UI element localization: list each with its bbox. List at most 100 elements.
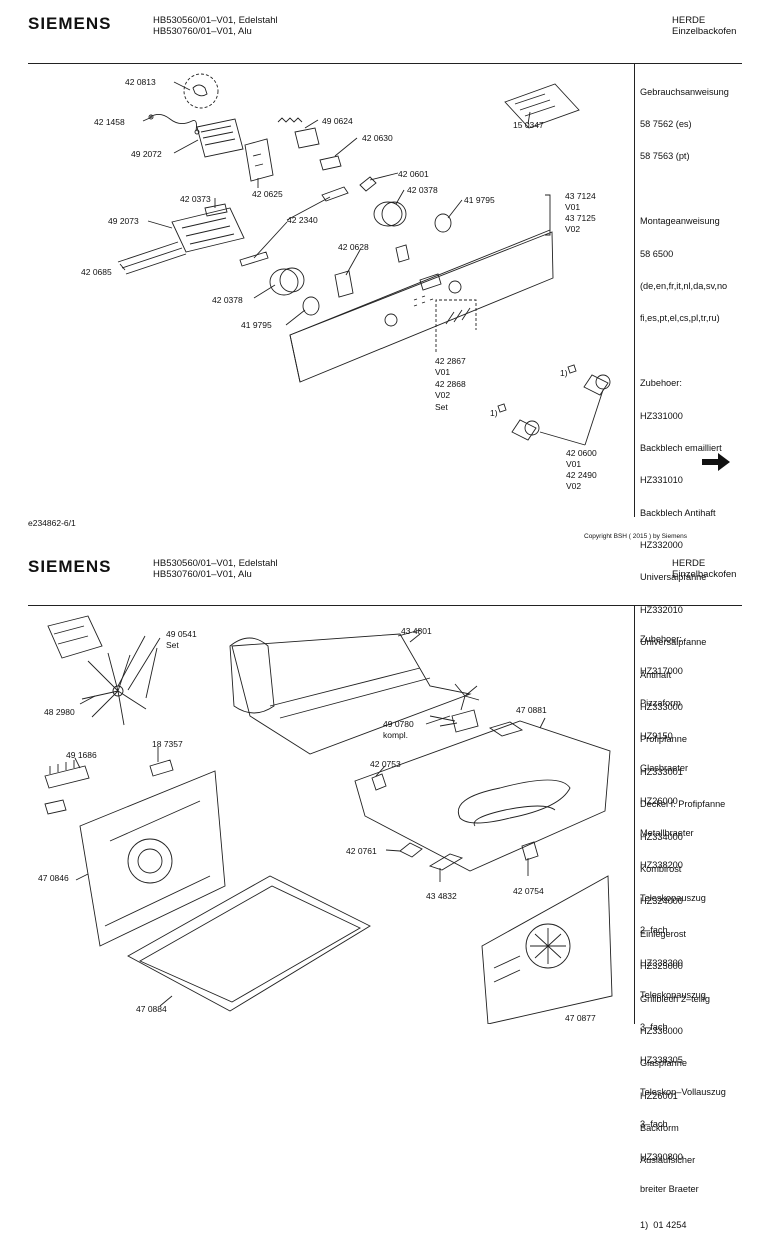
part-number: 42 1458 xyxy=(94,117,125,127)
sidebar-line: Zubehoer: xyxy=(640,633,682,644)
part-number: 42 0628 xyxy=(338,242,369,252)
sidebar-line: 58 7562 (es) xyxy=(640,118,692,129)
part-number: 43 7124 xyxy=(565,191,596,201)
variant-code: V01 xyxy=(435,367,451,377)
part-number: 49 2073 xyxy=(108,216,139,226)
sidebar-line: 1) 01 4254 xyxy=(640,1220,687,1231)
part-number: 42 0625 xyxy=(252,189,283,199)
bracket-part xyxy=(522,842,538,860)
sidebar-line: Universalpfanne xyxy=(640,637,707,648)
sidebar-accessories: Zubehoer: HZ317000 Pizzaform HZ9150 Glas… xyxy=(640,612,726,1206)
sidebar-line: Einlegerost xyxy=(640,928,686,939)
sidebar-line xyxy=(640,184,729,195)
part-number: 48 2980 xyxy=(44,707,75,717)
copyright-notice: Copyright BSH ( 2015 ) by Siemens xyxy=(584,533,687,540)
bottom-plate xyxy=(355,721,610,871)
model-line: HB530760/01–V01, Alu xyxy=(153,26,252,37)
part-number: 49 0624 xyxy=(322,116,353,126)
sidebar-line: HZ338300 xyxy=(640,957,683,968)
knob-part xyxy=(270,269,298,295)
sidebar-line: Montageanweisung xyxy=(640,216,720,227)
document-id: e234862-6/1 xyxy=(28,518,76,528)
category-line: HERDE xyxy=(672,558,706,569)
category-line: HERDE xyxy=(672,15,706,26)
part-number: 49 1686 xyxy=(66,750,97,760)
header-divider xyxy=(28,605,742,606)
sidebar-line: Grillblech 2–teilig xyxy=(640,993,710,1004)
part-number: 15 0347 xyxy=(513,120,544,130)
fan-cover xyxy=(526,924,570,968)
part-number: 47 0846 xyxy=(38,873,69,883)
variant-code: V02 xyxy=(566,481,582,491)
front-panel xyxy=(290,232,553,382)
sidebar-line: Teleskopauszug xyxy=(640,892,706,903)
terminal-block xyxy=(45,766,89,788)
sidebar-line: Deckel f. Profipfanne xyxy=(640,799,726,810)
cable-part xyxy=(150,114,197,131)
sidebar-line: Backblech emailliert xyxy=(640,442,722,453)
panel-display xyxy=(420,274,441,290)
footnote-marker: 1) xyxy=(490,408,498,418)
cover-part xyxy=(430,854,462,870)
fan-motor xyxy=(452,710,478,732)
bracket-part xyxy=(322,187,348,201)
sidebar-line: (de,en,fr,it,nl,da,sv,no xyxy=(640,280,728,291)
connector-part xyxy=(150,760,173,776)
exploded-view-control-panel xyxy=(0,0,634,520)
holder-part xyxy=(360,177,376,191)
part-number: 42 0813 xyxy=(125,77,156,87)
sidebar-line: 3–fach xyxy=(640,1119,668,1130)
bracket-part xyxy=(400,843,422,857)
clip-part xyxy=(320,156,341,170)
sidebar-line: Zubehoer: xyxy=(640,378,682,389)
sidebar-line: 2–fach xyxy=(640,925,668,936)
sidebar-line: HZ331010 xyxy=(640,475,683,486)
sidebar-line: HZ332000 xyxy=(640,540,683,551)
manual-booklet xyxy=(505,84,579,128)
sidebar-line: Pizzaform xyxy=(640,698,681,709)
part-number: 42 0685 xyxy=(81,267,112,277)
part-number: 49 0780 xyxy=(383,719,414,729)
part-number: 47 0881 xyxy=(516,705,547,715)
variant-code: V01 xyxy=(565,202,581,212)
heating-element xyxy=(458,780,570,823)
part-number: 42 0378 xyxy=(212,295,243,305)
part-number: 42 2340 xyxy=(287,215,318,225)
sidebar-line: HZ26000 xyxy=(640,795,678,806)
set-label: Set xyxy=(435,402,448,412)
model-line: HB530560/01–V01, Edelstahl xyxy=(153,558,278,569)
sidebar-line: 58 6500 xyxy=(640,248,674,259)
part-number: 42 0373 xyxy=(180,194,211,204)
part-number: 18 7357 xyxy=(152,739,183,749)
switch-part xyxy=(335,271,353,297)
sidebar-line: HZ9150 xyxy=(640,730,673,741)
sidebar-line: HZ390800 xyxy=(640,1151,683,1162)
sidebar-line: HZ333001 xyxy=(640,766,683,777)
part-number: 42 0630 xyxy=(362,133,393,143)
sidebar-line: Teleskopauszug xyxy=(640,989,706,1000)
footnote-marker: 1) xyxy=(560,368,568,378)
oven-knob xyxy=(512,420,536,440)
category-line: Einzelbackofen xyxy=(672,26,737,37)
category-line: Einzelbackofen xyxy=(672,569,737,580)
sidebar-line: Metallbraeter xyxy=(640,827,694,838)
exploded-view-oven-housing xyxy=(0,606,634,1024)
variant-code: V02 xyxy=(565,224,581,234)
model-designation: HB530560/01–V01, Edelstahl HB530760/01–V… xyxy=(153,15,278,37)
part-number: 42 2868 xyxy=(435,379,466,389)
electronic-module xyxy=(197,119,243,157)
part-number: 42 2867 xyxy=(435,356,466,366)
wire-harness xyxy=(118,242,186,274)
part-number: 43 4801 xyxy=(401,626,432,636)
part-number: 43 4832 xyxy=(426,891,457,901)
part-number: 47 0877 xyxy=(565,1013,596,1023)
oven-front-frame xyxy=(482,876,612,1024)
fan-opening xyxy=(128,839,172,883)
part-number: 41 9795 xyxy=(464,195,495,205)
sidebar-line: Universalpfanne xyxy=(640,572,707,583)
sidebar-line: HZ325000 xyxy=(640,961,683,972)
sidebar-line: HZ332010 xyxy=(640,604,683,615)
part-number: 41 9795 xyxy=(241,320,272,330)
header-divider xyxy=(28,63,742,64)
sidebar-line: Glasbraeter xyxy=(640,763,689,774)
